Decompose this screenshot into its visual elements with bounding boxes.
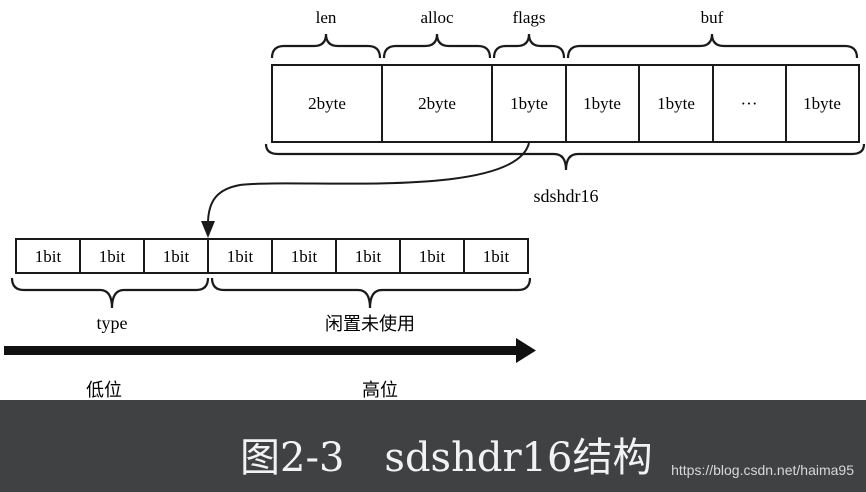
struct-label: sdshdr16 [533, 186, 598, 206]
top-cell-label: 2byte [308, 94, 346, 113]
brace-alloc [382, 33, 492, 59]
bit-cell [463, 238, 529, 274]
top-cell-label: 1byte [657, 94, 695, 113]
brace-type [10, 277, 210, 309]
top-cell-label: ··· [741, 94, 758, 113]
brace-flags [492, 33, 566, 59]
bit-cell-label: 1bit [483, 247, 510, 266]
arrow-head-icon [201, 221, 215, 238]
top-cell-label: 2byte [418, 94, 456, 113]
top-cell-label: 1byte [583, 94, 621, 113]
brace-buf [566, 33, 859, 59]
field-label-alloc: alloc [420, 8, 453, 27]
top-cell-label: 1byte [803, 94, 841, 113]
bit-cell-label: 1bit [355, 247, 382, 266]
field-label-flags: flags [512, 8, 545, 27]
direction-arrow-shaft [4, 346, 520, 355]
flags-pointer-curve [207, 142, 530, 225]
field-label-len: len [316, 8, 337, 27]
figure-caption: 图2-3 sdshdr16结构 [240, 435, 653, 481]
bit-cell-label: 1bit [419, 247, 446, 266]
caption-bar [0, 400, 866, 492]
bit-cell-label: 1bit [35, 247, 62, 266]
bit-cell-label: 1bit [99, 247, 126, 266]
sdshdr16-diagram: len alloc flags buf 2byte 2byte 1byte 1b… [4, 8, 866, 400]
bit-cell-label: 1bit [227, 247, 254, 266]
bit-group-label-type: type [97, 313, 128, 333]
high-bit-label: 高位 [362, 380, 398, 400]
brace-sdshdr16 [264, 143, 866, 171]
top-cell [785, 64, 860, 143]
field-label-buf: buf [701, 8, 724, 27]
bit-group-label-unused: 闲置未使用 [325, 314, 415, 335]
top-cell-label: 1byte [510, 94, 548, 113]
brace-len [270, 33, 382, 59]
direction-arrow-head-icon [516, 338, 536, 363]
low-bit-label: 低位 [86, 380, 122, 400]
watermark-url: https://blog.csdn.net/haima95 [671, 462, 854, 478]
brace-unused [210, 277, 532, 309]
bit-cell-label: 1bit [291, 247, 318, 266]
bit-cell-label: 1bit [163, 247, 190, 266]
